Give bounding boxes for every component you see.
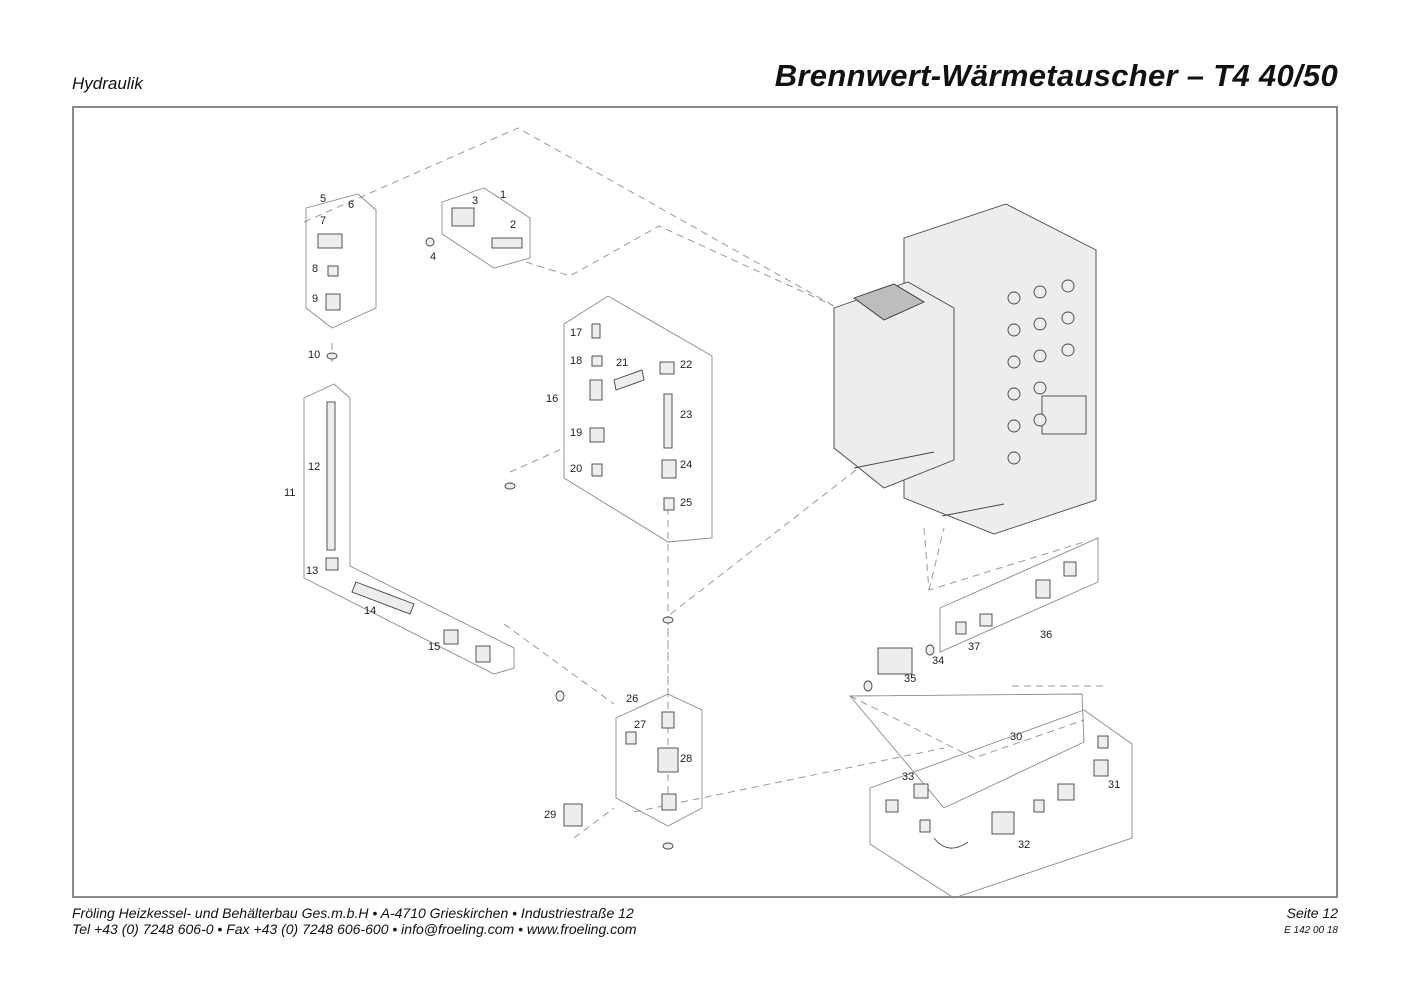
- part-label: 34: [932, 655, 944, 667]
- part-label: 25: [680, 497, 692, 509]
- part-label: 9: [312, 293, 318, 305]
- pipe-parts: [317, 207, 1109, 850]
- part-label: 20: [570, 463, 582, 475]
- part-label: 6: [348, 199, 354, 211]
- part-label: 15: [428, 641, 440, 653]
- part-label: 21: [616, 357, 628, 369]
- part-label: 13: [306, 565, 318, 577]
- part-label: 23: [680, 409, 692, 421]
- part-label: 35: [904, 673, 916, 685]
- part-label: 24: [680, 459, 692, 471]
- page-number: Seite 12: [1286, 905, 1338, 921]
- part-label: 33: [902, 771, 914, 783]
- part-label: 1: [500, 189, 506, 201]
- part-label: 10: [308, 349, 320, 361]
- part-label: 4: [430, 251, 436, 263]
- dashed-assembly-lines: [303, 127, 1104, 839]
- part-label: 3: [472, 195, 478, 207]
- part-label: 27: [634, 719, 646, 731]
- part-label: 26: [626, 693, 638, 705]
- part-label: 11: [284, 487, 295, 499]
- part-label: 7: [320, 215, 326, 227]
- part-group-boxes: [303, 187, 1133, 899]
- part-label: 8: [312, 263, 318, 275]
- part-label: 22: [680, 359, 692, 371]
- part-label: 16: [546, 393, 558, 405]
- part-label: 17: [570, 327, 582, 339]
- part-label: 28: [680, 753, 692, 765]
- part-label: 29: [544, 809, 556, 821]
- part-label: 18: [570, 355, 582, 367]
- footer-company-line: Fröling Heizkessel- und Behälterbau Ges.…: [72, 905, 634, 921]
- part-label: 19: [570, 427, 582, 439]
- part-number-labels: 1 2 3 4 5 6 7 8 9 10 11 12 13 14 15 16 1…: [284, 189, 1120, 851]
- part-label: 5: [320, 193, 326, 205]
- document-number: E 142 00 18: [1284, 925, 1338, 936]
- part-label: 2: [510, 219, 516, 231]
- part-label: 31: [1108, 779, 1120, 791]
- page-title: Brennwert-Wärmetauscher – T4 40/50: [774, 58, 1338, 93]
- footer-contact-line: Tel +43 (0) 7248 606-0 • Fax +43 (0) 724…: [72, 921, 637, 937]
- part-label: 12: [308, 461, 320, 473]
- part-label: 37: [968, 641, 980, 653]
- part-label: 30: [1010, 731, 1022, 743]
- part-label: 32: [1018, 839, 1030, 851]
- heat-exchanger-body: [833, 203, 1097, 535]
- drawing-frame: 1 2 3 4 5 6 7 8 9 10 11 12 13 14 15 16 1…: [72, 106, 1338, 899]
- part-label: 14: [364, 605, 376, 617]
- section-label: Hydraulik: [72, 74, 143, 93]
- part-label: 36: [1040, 629, 1052, 641]
- exploded-view-diagram: 1 2 3 4 5 6 7 8 9 10 11 12 13 14 15 16 1…: [284, 127, 1133, 899]
